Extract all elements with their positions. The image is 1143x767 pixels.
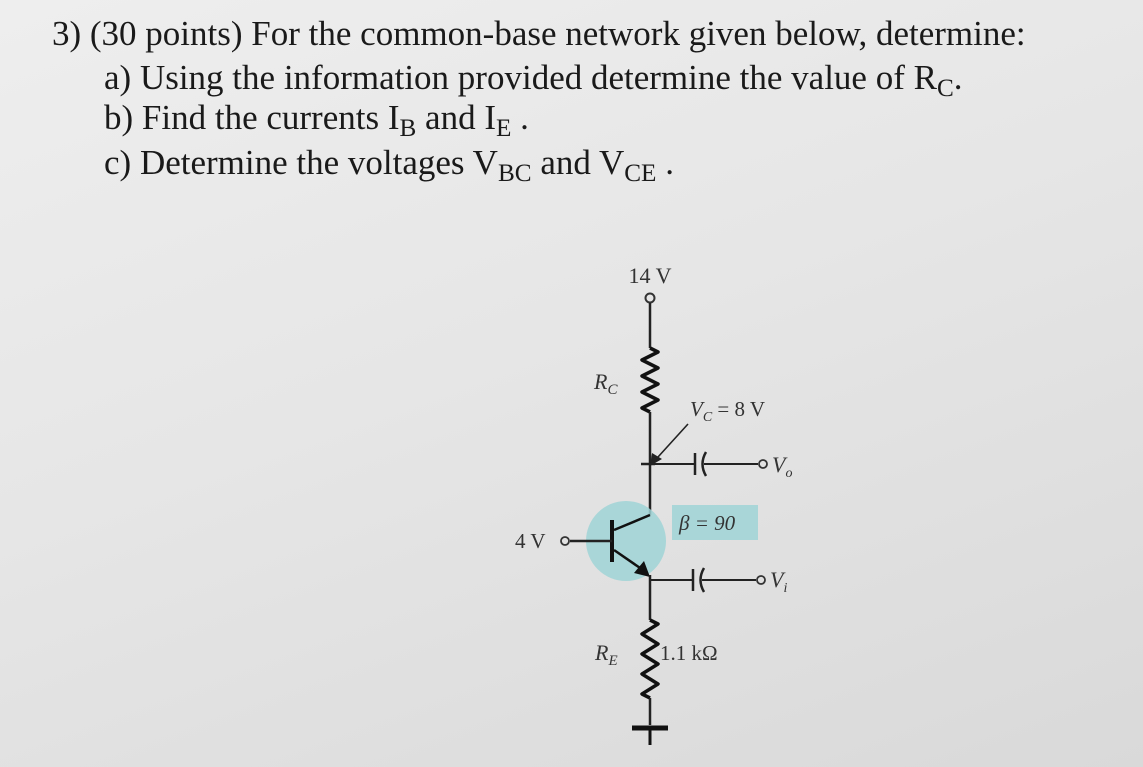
question-heading: 3) (30 points) For the common-base netwo… bbox=[52, 14, 1026, 54]
transistor-highlight bbox=[586, 501, 666, 581]
input-capacitor-plate-2 bbox=[699, 567, 706, 593]
vo-terminal bbox=[758, 459, 768, 469]
question-points: (30 points) bbox=[89, 14, 243, 53]
vi-label: Vi bbox=[770, 567, 787, 596]
question-prompt: For the common-base network given below,… bbox=[251, 14, 1026, 53]
emitter-resistor bbox=[640, 618, 660, 700]
question-number: 3) bbox=[52, 14, 82, 53]
collector-resistor bbox=[640, 346, 660, 414]
base-voltage-label: 4 V bbox=[515, 529, 546, 553]
part-a: a) Using the information provided determ… bbox=[104, 58, 963, 103]
re-value-label: 1.1 kΩ bbox=[660, 641, 718, 665]
part-c: c) Determine the voltages VBC and VCE . bbox=[104, 143, 674, 188]
vi-terminal bbox=[756, 575, 766, 585]
part-b: b) Find the currents IB and IE . bbox=[104, 98, 529, 143]
re-label: RE bbox=[594, 640, 618, 669]
vc-pointer-line bbox=[657, 423, 689, 458]
rc-label: RC bbox=[593, 369, 618, 398]
supply-voltage-label: 14 V bbox=[629, 263, 672, 288]
vo-label: Vo bbox=[772, 452, 792, 481]
transistor-emitter-leg bbox=[613, 548, 644, 572]
base-terminal bbox=[560, 536, 570, 546]
vc-label: VC = 8 V bbox=[690, 397, 765, 425]
supply-terminal bbox=[644, 292, 656, 304]
beta-label: β = 90 bbox=[678, 511, 736, 535]
beta-highlight bbox=[672, 505, 758, 540]
output-capacitor-plate-2 bbox=[701, 451, 708, 477]
emitter-arrow-icon bbox=[634, 561, 650, 577]
transistor-collector-leg bbox=[613, 513, 651, 532]
